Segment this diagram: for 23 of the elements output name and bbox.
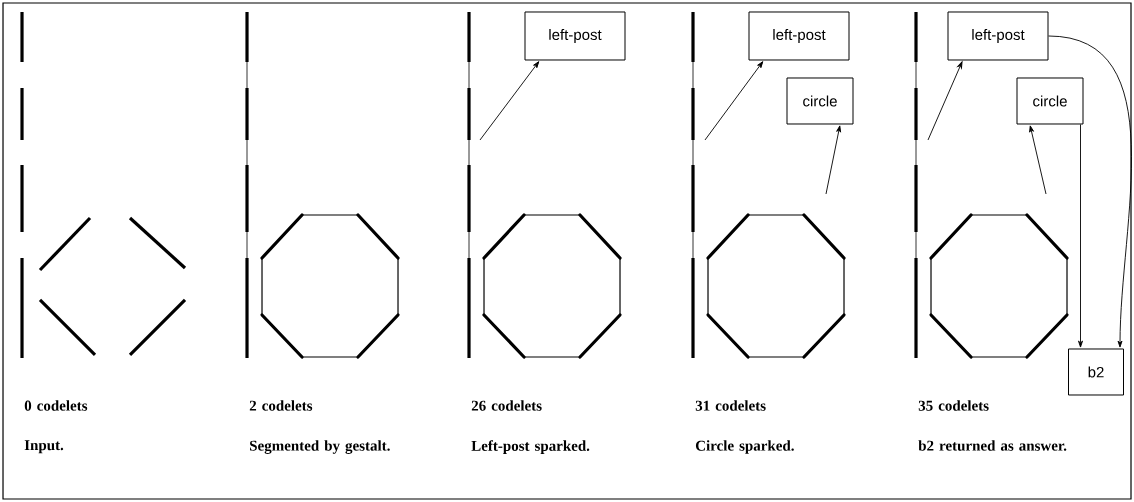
caption: Segmented by gestalt. <box>250 440 390 454</box>
arrow <box>1048 35 1132 348</box>
caption: 0 codelets <box>24 400 88 411</box>
label-box: circle <box>786 77 854 125</box>
caption: Left-post sparked. <box>471 440 590 454</box>
arrow <box>479 61 540 141</box>
arrow <box>704 61 764 141</box>
caption: b2 returned as answer. <box>918 440 1067 451</box>
caption: Circle sparked. <box>695 440 794 454</box>
caption: 26 codelets <box>471 400 542 411</box>
label-box: left-post <box>947 11 1049 61</box>
label-box: left-post <box>524 11 626 61</box>
label-box: circle <box>1016 77 1084 125</box>
arrow <box>927 61 963 141</box>
label-box: b2 <box>1068 348 1124 396</box>
arrow <box>1078 124 1083 348</box>
caption: 35 codelets <box>918 400 989 411</box>
caption: Input. <box>24 440 64 454</box>
arrow <box>1029 125 1047 195</box>
arrow <box>825 125 842 195</box>
caption: 31 codelets <box>695 400 766 411</box>
label-box: left-post <box>748 11 850 61</box>
caption: 2 codelets <box>249 400 313 411</box>
